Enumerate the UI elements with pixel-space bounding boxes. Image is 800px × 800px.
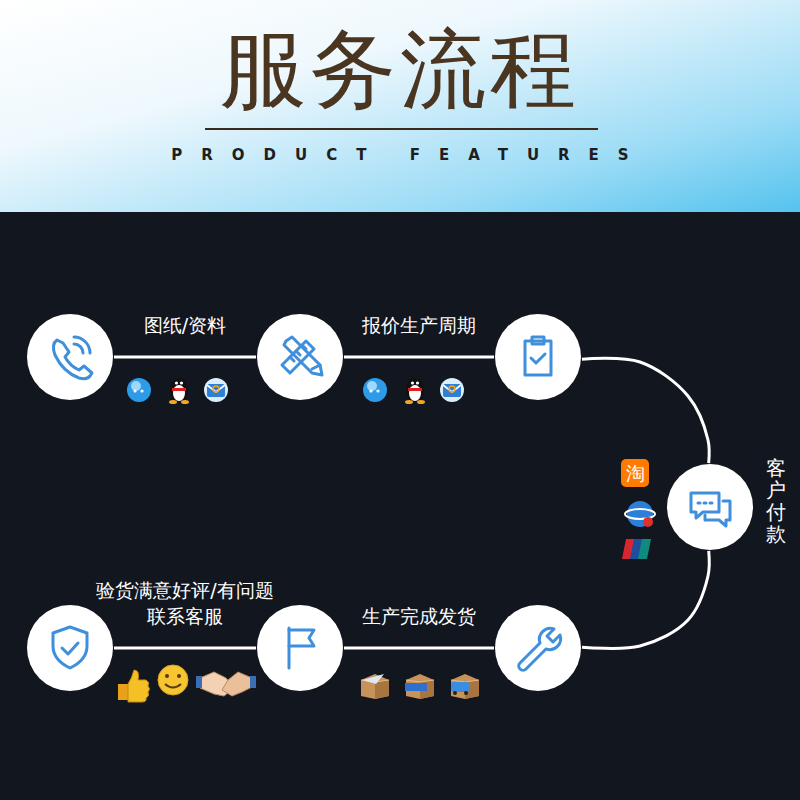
circle-icon (256, 313, 344, 401)
step-icon (531, 354, 545, 363)
taobao-logo: 淘 (621, 459, 649, 487)
step-label: 生产完成发货 (324, 603, 514, 630)
circle-shape (27, 314, 113, 400)
step-icon (284, 337, 322, 375)
step-icon (288, 628, 291, 668)
payment-icons (622, 501, 655, 559)
circle-icon (26, 313, 114, 401)
circle-shape (495, 605, 581, 691)
circle-icon (666, 463, 754, 551)
circle-icon (26, 604, 114, 692)
step-circle: 客户付款 (666, 463, 754, 551)
circle-shape (27, 605, 113, 691)
step-icon (532, 337, 544, 344)
flow-connector (582, 358, 709, 463)
step-circle (256, 313, 344, 401)
step-icon (74, 344, 83, 353)
circle-icon (494, 313, 582, 401)
step-icon (74, 337, 90, 353)
title-underline (205, 128, 598, 130)
step-circle (494, 604, 582, 692)
shipping-icons (361, 674, 479, 699)
flow-connector (344, 356, 494, 359)
flow-connector (114, 647, 256, 650)
step-circle (26, 313, 114, 401)
step-circle (494, 313, 582, 401)
flow-connector (344, 647, 494, 650)
flow-connector (114, 356, 256, 359)
circle-icon (256, 604, 344, 692)
step-icon (705, 501, 730, 526)
circle-icon (494, 604, 582, 692)
circle-shape (495, 314, 581, 400)
circle-shape (667, 464, 753, 550)
subtitle: PRODUCT FEATURES (0, 146, 800, 164)
step-circle (256, 604, 344, 692)
step-icon (312, 365, 320, 369)
step-icon (53, 627, 87, 668)
step-icon (289, 630, 314, 646)
title: 服务流程 (0, 26, 800, 112)
step-icon (62, 643, 78, 654)
circle-shape (257, 314, 343, 400)
step-icon (519, 628, 561, 670)
step-label: 报价生产周期 (324, 312, 514, 339)
step-icon (525, 341, 551, 375)
step-icon (698, 502, 712, 505)
step-circle (26, 604, 114, 692)
step-icon (53, 340, 92, 379)
step-label: 验货满意好评/有问题 联系客服 (90, 577, 280, 630)
flow-connector (582, 551, 709, 648)
step-label: 图纸/资料 (90, 312, 280, 339)
feedback-icons (118, 665, 256, 702)
step-label: 客户付款 (766, 457, 786, 545)
circle-shape (257, 605, 343, 691)
